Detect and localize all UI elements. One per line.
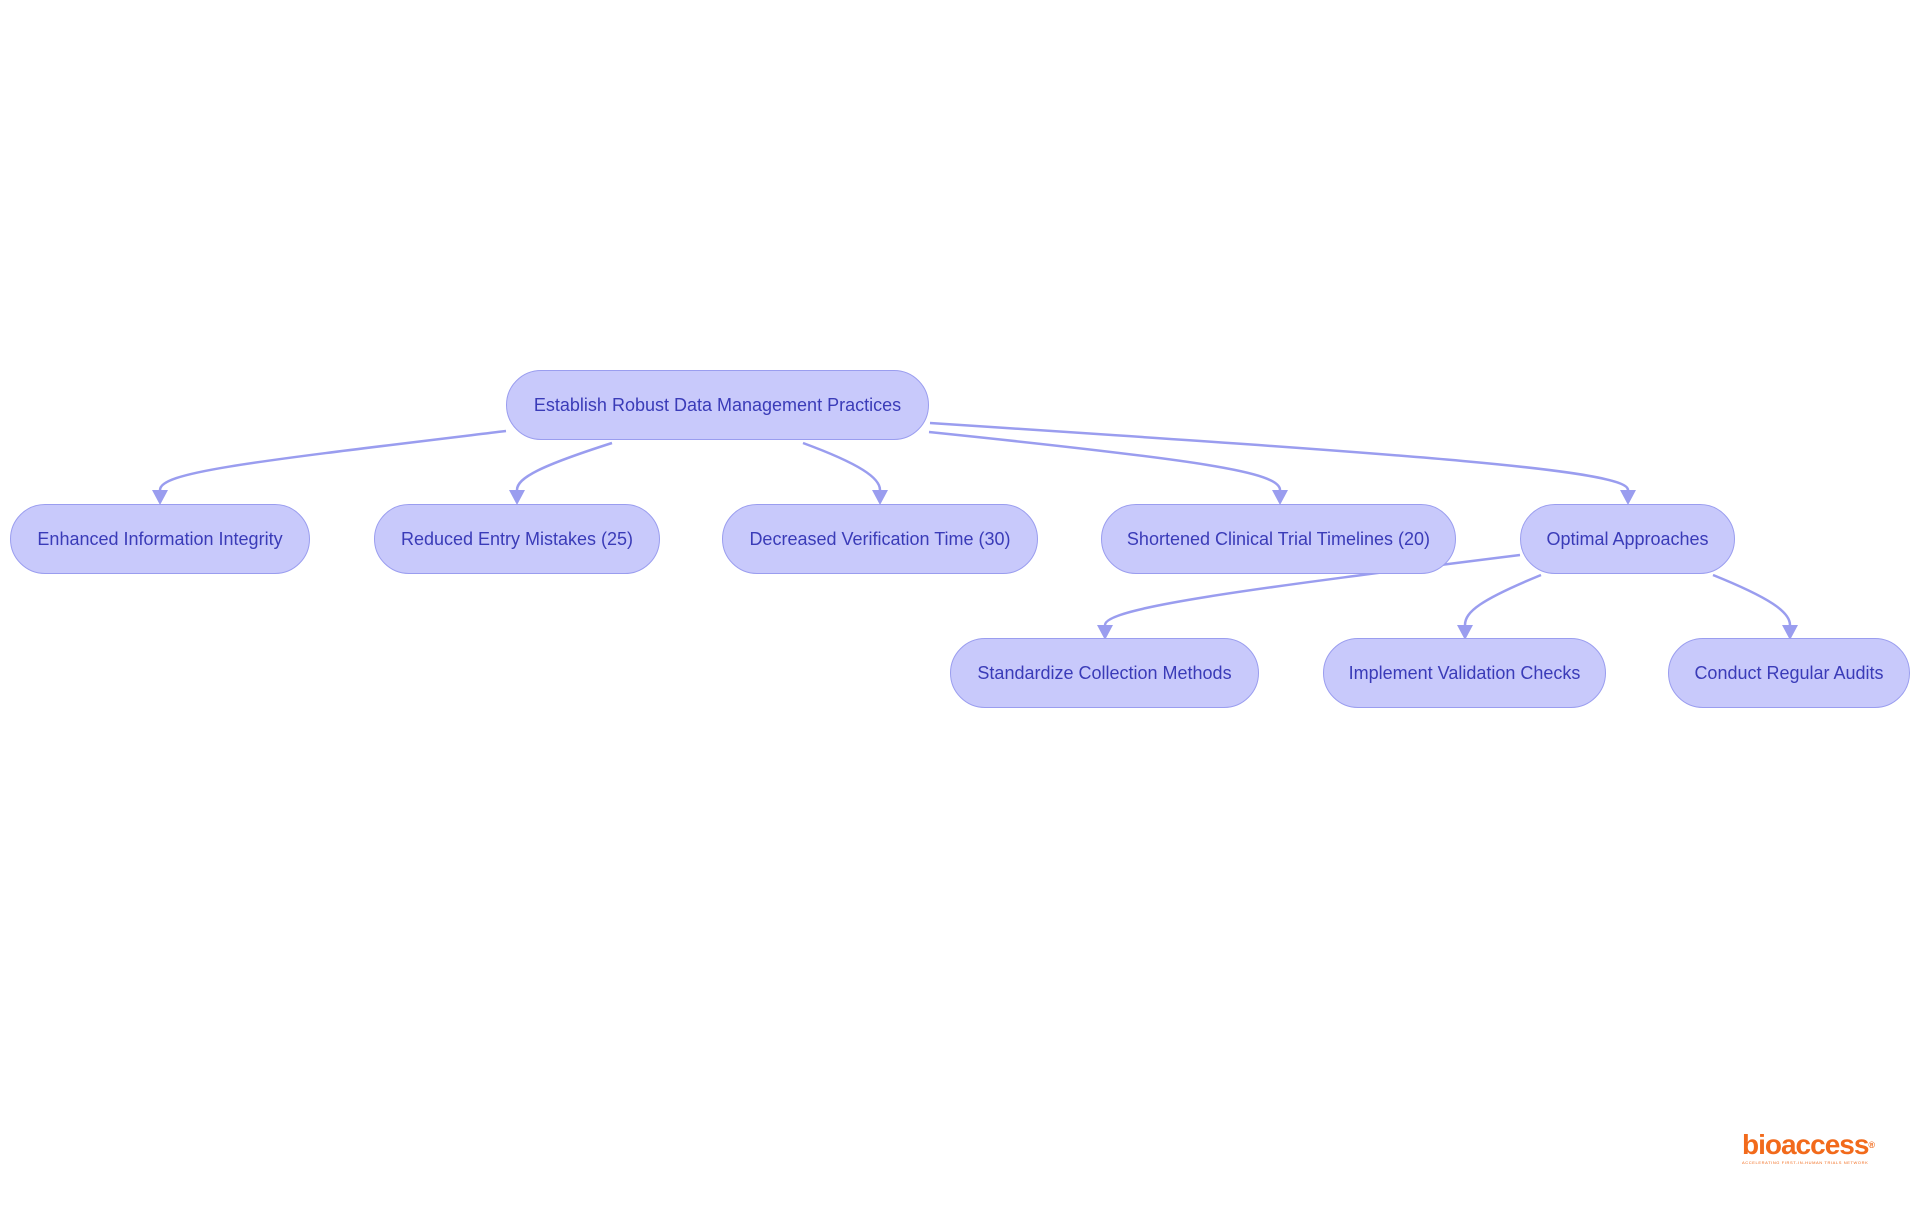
logo-registered-mark: ® (1868, 1140, 1875, 1150)
node-standardize-collection-methods: Standardize Collection Methods (950, 638, 1259, 708)
edge-approaches-to-validation (1463, 573, 1542, 626)
logo-tagline: ACCELERATING FIRST-IN-HUMAN TRIALS NETWO… (1742, 1160, 1869, 1165)
arrow-mistakes (509, 490, 525, 505)
arrow-validation (1457, 625, 1473, 640)
arrow-integrity (152, 490, 168, 505)
edge-root-to-approaches (929, 421, 1630, 491)
node-root: Establish Robust Data Management Practic… (506, 370, 929, 440)
arrow-audits (1782, 625, 1798, 640)
arrow-standardize (1097, 625, 1113, 640)
node-shortened-clinical-trial-timelines: Shortened Clinical Trial Timelines (20) (1101, 504, 1456, 574)
node-optimal-approaches: Optimal Approaches (1520, 504, 1735, 574)
edge-root-to-timelines (928, 430, 1282, 491)
edge-root-to-verification (802, 441, 882, 491)
node-reduced-entry-mistakes: Reduced Entry Mistakes (25) (374, 504, 660, 574)
edge-root-to-integrity (158, 429, 507, 491)
node-implement-validation-checks: Implement Validation Checks (1323, 638, 1606, 708)
node-conduct-regular-audits: Conduct Regular Audits (1668, 638, 1910, 708)
bioaccess-logo: bioaccess® ACCELERATING FIRST-IN-HUMAN T… (1742, 1130, 1878, 1166)
node-enhanced-information-integrity: Enhanced Information Integrity (10, 504, 310, 574)
node-decreased-verification-time: Decreased Verification Time (30) (722, 504, 1038, 574)
logo-name: bioaccess (1742, 1129, 1869, 1160)
edge-approaches-to-audits (1712, 573, 1792, 626)
edge-root-to-mistakes (515, 441, 613, 491)
arrow-approaches (1620, 490, 1636, 505)
arrow-timelines (1272, 490, 1288, 505)
logo-wordmark: bioaccess® (1742, 1130, 1878, 1160)
arrow-verification (872, 490, 888, 505)
